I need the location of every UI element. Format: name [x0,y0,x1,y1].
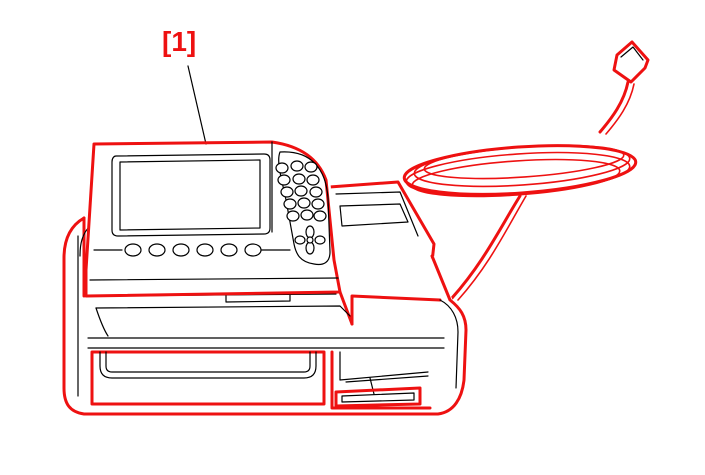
control-panel [84,140,342,298]
keypad-key[interactable] [294,185,308,197]
keypad-key[interactable] [309,186,323,198]
soft-key-6[interactable] [244,243,262,257]
keypad-key[interactable] [280,186,294,198]
soft-key-5[interactable] [220,243,238,257]
right-front-panel [330,350,432,410]
soft-key-2[interactable] [148,243,166,257]
numeric-keypad [275,151,331,266]
keypad-key[interactable] [290,160,304,172]
keypad-key[interactable] [300,209,314,221]
power-cord [402,40,650,301]
keypad-key[interactable] [306,174,320,186]
keypad-key[interactable] [311,198,325,210]
keypad-key[interactable] [283,198,297,210]
keypad-key[interactable] [297,197,311,209]
paper-tray [90,350,326,406]
keypad-key[interactable] [292,173,306,185]
soft-key-4[interactable] [196,243,214,257]
callout-label: [1] [162,26,197,57]
navigation-pad[interactable] [294,225,326,255]
soft-keys [93,243,291,257]
keypad-key[interactable] [277,174,291,186]
keypad-key[interactable] [286,210,300,222]
lcd-screen [111,153,271,237]
soft-key-1[interactable] [124,243,142,257]
keypad-key[interactable] [304,161,318,173]
leader-line [187,65,207,145]
power-plug [612,40,650,84]
soft-key-3[interactable] [172,243,190,257]
keypad-key[interactable] [275,162,289,174]
keypad-key[interactable] [313,210,327,222]
device-body [62,180,470,416]
